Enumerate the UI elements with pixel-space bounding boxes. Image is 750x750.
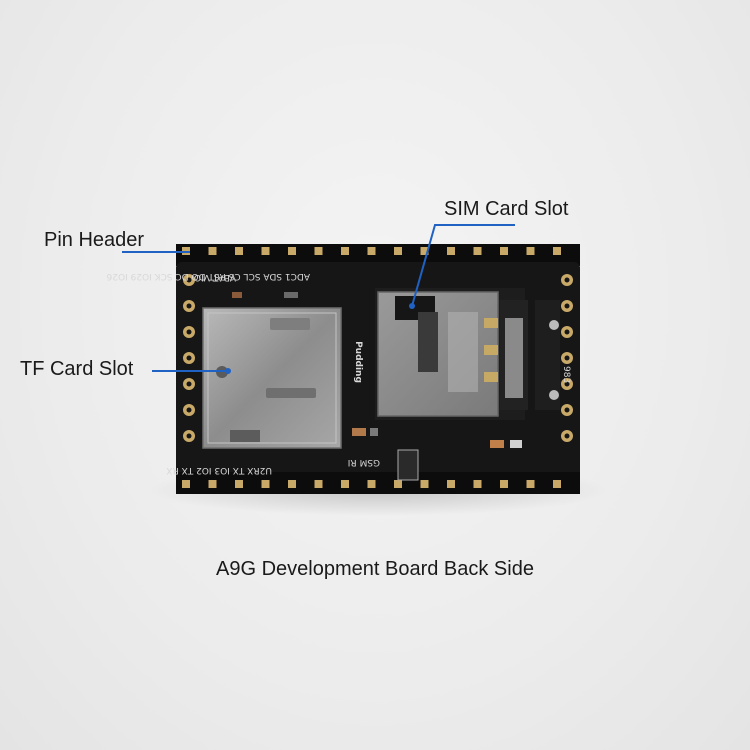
tf-card-callout-dot xyxy=(225,368,231,374)
right-pad-hole xyxy=(564,303,570,309)
left-pad-hole xyxy=(186,407,192,413)
bottom-silk-text: U2RX TX IO3 IO2 TX RX xyxy=(166,465,272,475)
pin-header-label: Pin Header xyxy=(44,229,145,251)
left-castellated-pads xyxy=(183,274,195,442)
left-pad-hole xyxy=(186,303,192,309)
right-pad-hole xyxy=(564,381,570,387)
left-pad-hole xyxy=(186,277,192,283)
header-pin xyxy=(341,480,349,488)
header-pin xyxy=(526,480,535,488)
header-pin xyxy=(394,480,402,488)
header-pin xyxy=(235,480,243,488)
header-pin xyxy=(288,480,296,488)
sim-card-slot-label: SIM Card Slot xyxy=(444,198,569,220)
right-pad-hole xyxy=(564,355,570,361)
left-pad-hole xyxy=(186,329,192,335)
header-pin xyxy=(420,247,429,255)
header-pin xyxy=(288,247,296,255)
callout-lines xyxy=(122,224,515,374)
sim-card-callout-line xyxy=(411,224,515,307)
sim-card-slot xyxy=(375,288,528,420)
brand-text: Pudding xyxy=(353,341,363,383)
tf-card-slot xyxy=(202,307,342,449)
right-castellated-pads xyxy=(561,274,573,442)
header-pin xyxy=(447,480,455,488)
bottom-pin-header xyxy=(176,472,580,494)
header-pin xyxy=(473,480,482,488)
header-pin xyxy=(314,247,323,255)
bottom-silk-gsm: GSM RI xyxy=(348,457,380,467)
bottom-header-pins xyxy=(182,480,561,488)
header-pin xyxy=(367,247,376,255)
sim-card-callout-dot xyxy=(409,303,415,309)
header-pin xyxy=(261,480,270,488)
header-pin xyxy=(553,247,561,255)
silk-983: 983 xyxy=(561,366,571,383)
header-pin xyxy=(394,247,402,255)
header-pin xyxy=(447,247,455,255)
right-pad-hole xyxy=(564,277,570,283)
smd-components xyxy=(232,292,560,481)
right-pad-hole xyxy=(564,433,570,439)
top-silk-vbat: VBAT VIO xyxy=(194,272,236,282)
header-pin xyxy=(367,480,376,488)
header-pin xyxy=(420,480,429,488)
header-pin xyxy=(500,480,508,488)
header-pin xyxy=(208,480,217,488)
header-pin xyxy=(473,247,482,255)
header-pin xyxy=(341,247,349,255)
right-pad-hole xyxy=(564,329,570,335)
header-pin xyxy=(553,480,561,488)
brand-area xyxy=(344,300,368,420)
header-pin xyxy=(500,247,508,255)
left-pad-hole xyxy=(186,355,192,361)
header-pin xyxy=(208,247,217,255)
tf-card-slot-label: TF Card Slot xyxy=(20,358,134,380)
header-pin xyxy=(314,480,323,488)
right-pad-hole xyxy=(564,407,570,413)
top-silk-text: ADC1 SDA SCL CS RST DO DC SCK IO29 IO26 xyxy=(106,271,310,281)
left-pad-hole xyxy=(186,433,192,439)
top-header-pins xyxy=(182,247,561,255)
header-pin xyxy=(261,247,270,255)
header-pin xyxy=(182,480,190,488)
header-pin xyxy=(526,247,535,255)
header-pin xyxy=(235,247,243,255)
figure-caption: A9G Development Board Back Side xyxy=(216,558,534,580)
left-pad-hole xyxy=(186,381,192,387)
